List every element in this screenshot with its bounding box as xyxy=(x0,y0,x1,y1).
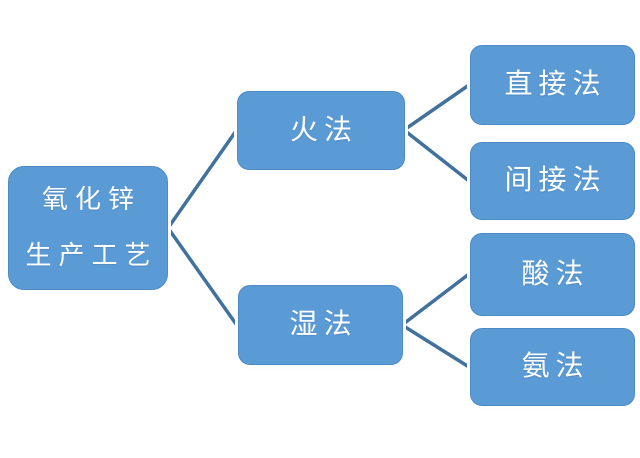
node-ammonia-method: 氨法 xyxy=(470,328,635,406)
node-label: 湿法 xyxy=(289,309,358,341)
node-pyrometallurgical-method: 火法 xyxy=(237,91,405,170)
node-label: 间接法 xyxy=(504,165,607,197)
node-indirect-method: 间接法 xyxy=(470,142,635,220)
node-direct-method: 直接法 xyxy=(470,45,635,125)
node-label-line2: 生产工艺 xyxy=(25,241,158,270)
connector-root-huofa xyxy=(166,129,238,230)
node-acid-method: 酸法 xyxy=(470,233,635,316)
node-label: 酸法 xyxy=(521,258,590,290)
connector-shifa-anfa xyxy=(401,323,470,369)
node-label: 氨法 xyxy=(521,351,590,383)
node-label-line1: 氧化锌 xyxy=(41,185,141,214)
node-label: 火法 xyxy=(289,114,358,146)
node-zinc-oxide-production-process: 氧化锌 生产工艺 xyxy=(8,166,168,290)
connector-huofa-jianjiefa xyxy=(402,128,471,183)
connector-shifa-suanfa xyxy=(400,272,471,327)
node-label: 直接法 xyxy=(504,69,607,101)
connector-huofa-zhijiefa xyxy=(403,83,470,132)
connector-root-shifa xyxy=(166,226,238,326)
node-wet-method: 湿法 xyxy=(238,285,403,365)
